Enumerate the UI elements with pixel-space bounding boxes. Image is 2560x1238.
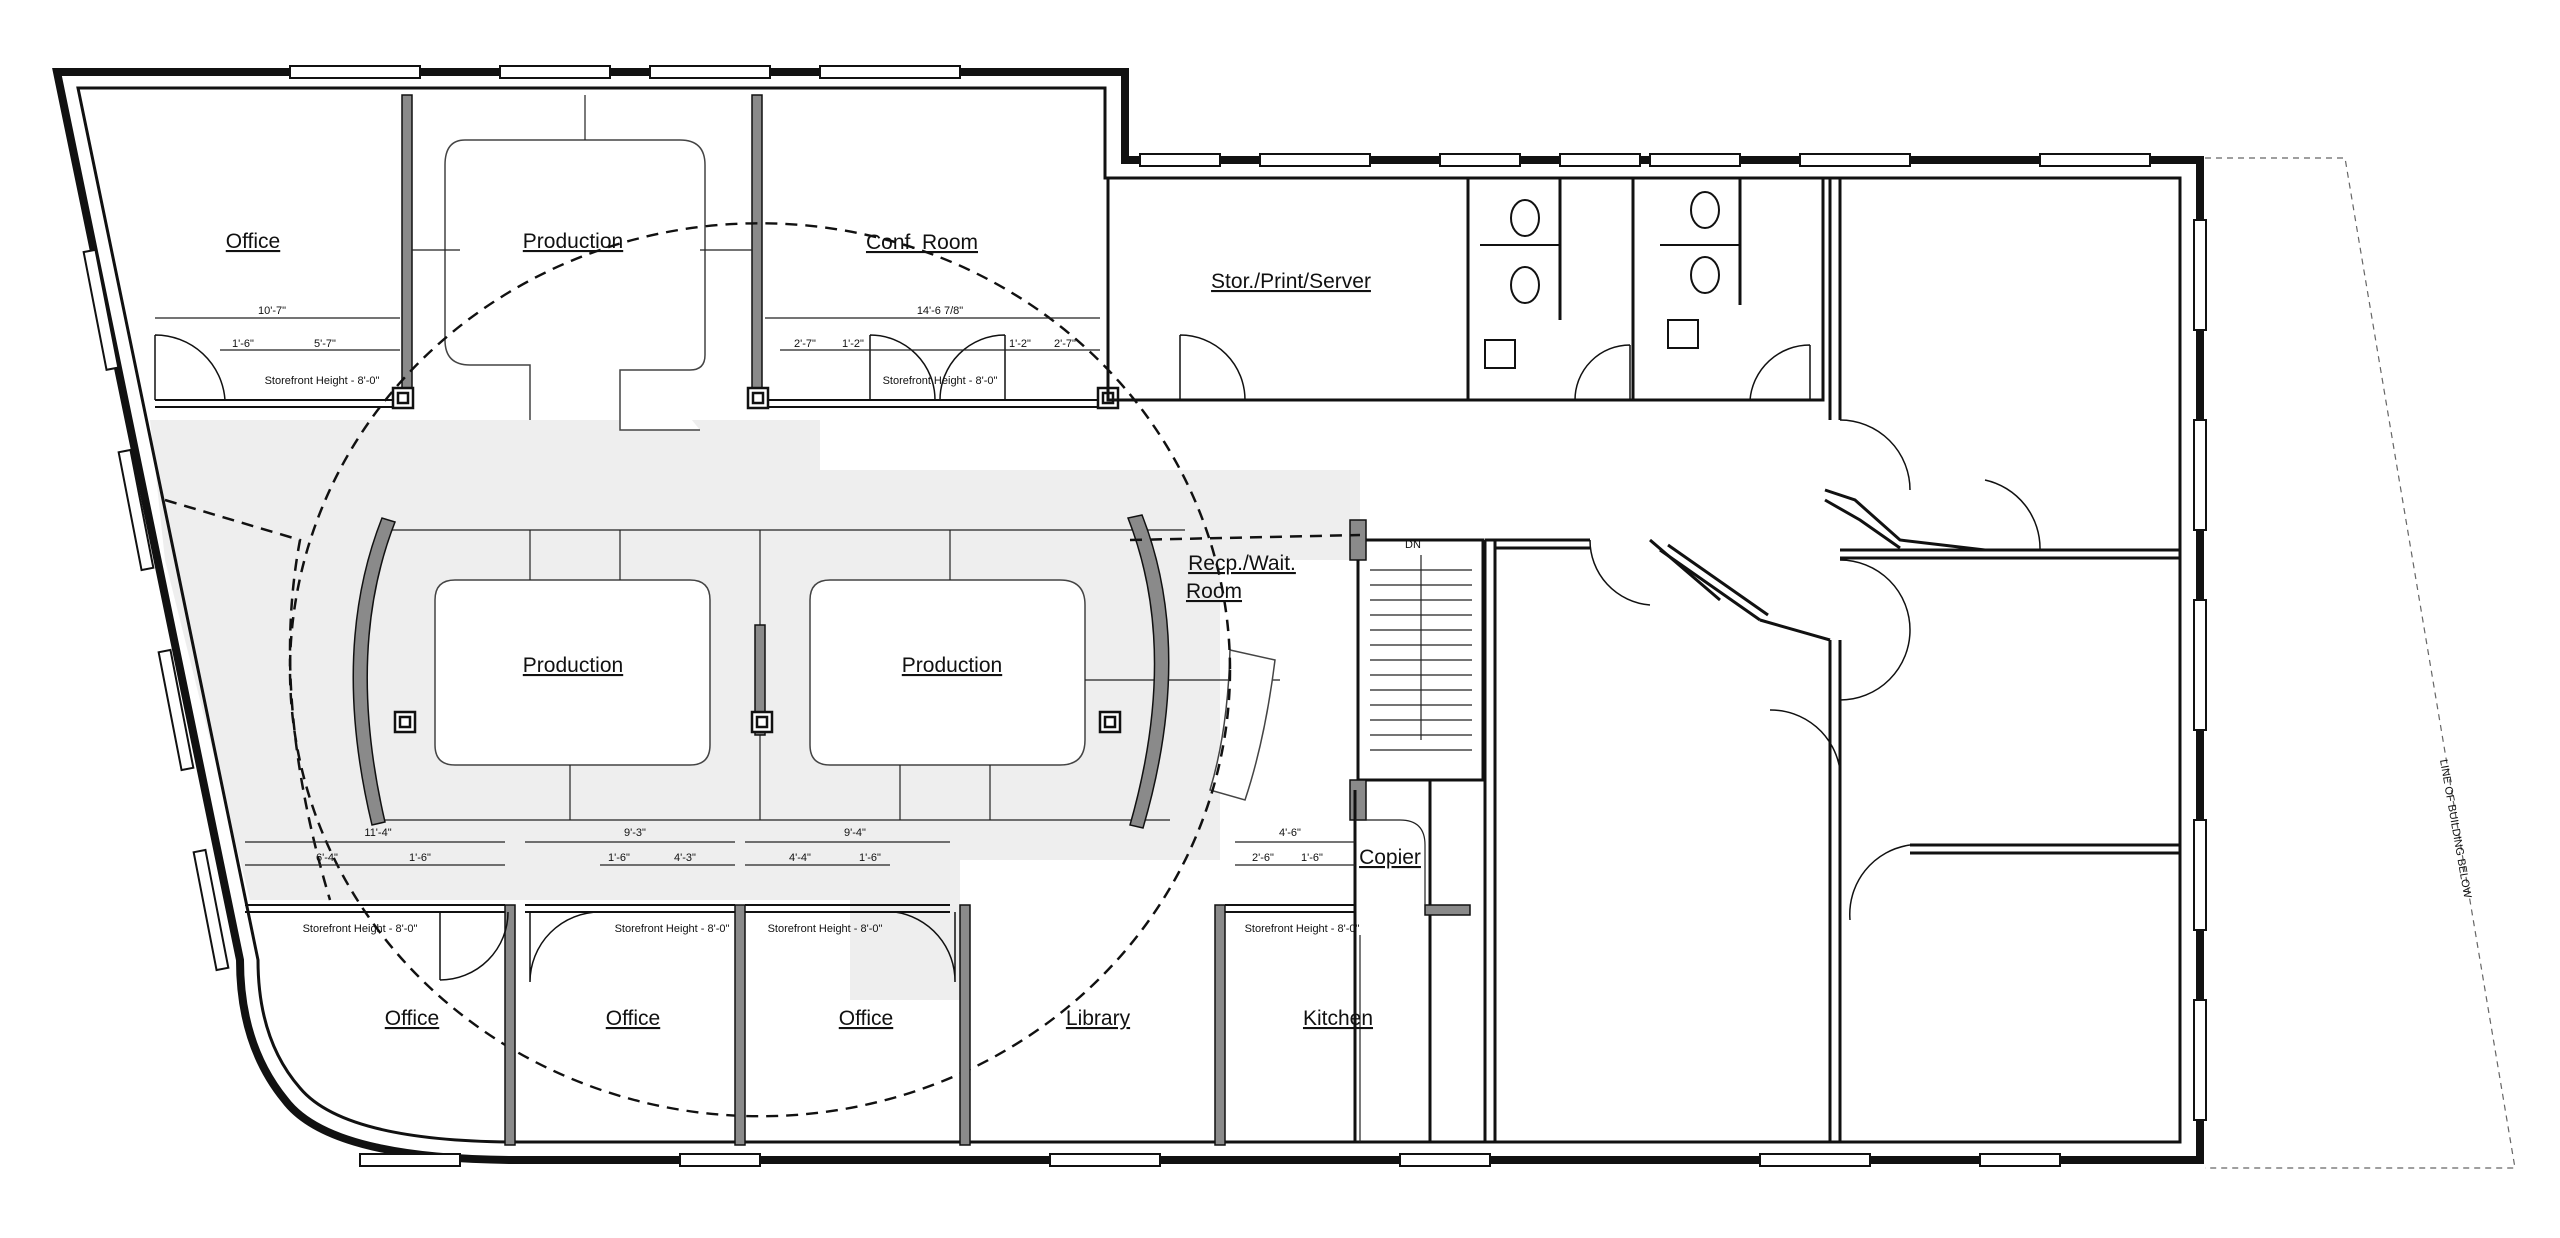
- storefront-note-north-office: Storefront Height - 8'-0": [265, 375, 380, 387]
- exterior-walls: [52, 65, 2207, 1167]
- room-label-office-s2: Office: [606, 1007, 660, 1030]
- dimension-labels: 10'-7" 1'-6" 5'-7" Storefront Height - 8…: [232, 305, 1359, 935]
- north-rooms: [154, 94, 1120, 431]
- room-label-production-center-left: Production: [523, 654, 623, 677]
- room-label-kitchen: Kitchen: [1303, 1007, 1373, 1030]
- room-label-library: Library: [1066, 1007, 1131, 1030]
- dim-south-office1-b: 1'-6": [409, 852, 431, 864]
- dim-south-office2-width: 9'-3": [624, 827, 646, 839]
- storefront-note-kitchen: Storefront Height - 8'-0": [1245, 923, 1360, 935]
- dim-kitchen-width: 4'-6": [1279, 827, 1301, 839]
- central-production: [164, 222, 1361, 1118]
- storefront-note-south-office3: Storefront Height - 8'-0": [768, 923, 883, 935]
- dim-conf-d: 2'-7": [1054, 338, 1076, 350]
- room-label-reception-2: Room: [1186, 580, 1242, 603]
- room-label-conf-room: Conf. Room: [866, 231, 978, 254]
- room-label-reception-1: Recp./Wait.: [1188, 552, 1296, 575]
- dim-south-office3-width: 9'-4": [844, 827, 866, 839]
- room-label-production-center-right: Production: [902, 654, 1002, 677]
- building-below-note: LINE OF BUILDING BELOW: [2437, 758, 2473, 899]
- room-label-copier: Copier: [1359, 846, 1421, 869]
- building-below-line: LINE OF BUILDING BELOW: [2205, 157, 2516, 1169]
- dim-south-office3-a: 4'-4": [789, 852, 811, 864]
- dim-conf-b: 1'-2": [842, 338, 864, 350]
- dim-kitchen-b: 1'-6": [1301, 852, 1323, 864]
- stair-direction-label: DN: [1405, 539, 1421, 551]
- dim-kitchen-a: 2'-6": [1252, 852, 1274, 864]
- dim-north-office-b: 5'-7": [314, 338, 336, 350]
- dim-south-office3-b: 1'-6": [859, 852, 881, 864]
- dim-conf-c: 1'-2": [1009, 338, 1031, 350]
- restrooms: [1466, 176, 1825, 402]
- storefront-note-south-office2: Storefront Height - 8'-0": [615, 923, 730, 935]
- stair: DN: [1349, 519, 1485, 821]
- dim-conf-a: 2'-7": [794, 338, 816, 350]
- dim-south-office1-width: 11'-4": [364, 827, 391, 839]
- dim-south-office2-a: 1'-6": [608, 852, 630, 864]
- room-label-production-north: Production: [523, 230, 623, 253]
- storefront-note-conf: Storefront Height - 8'-0": [883, 375, 998, 387]
- dim-north-office-width: 10'-7": [258, 305, 286, 317]
- south-rooms: [245, 780, 1471, 1146]
- room-label-office-nw: Office: [226, 230, 280, 253]
- dim-conf-width: 14'-6 7/8": [917, 305, 963, 317]
- dim-north-office-a: 1'-6": [232, 338, 254, 350]
- storefront-note-south-office1: Storefront Height - 8'-0": [303, 923, 418, 935]
- dimension-lines: [155, 317, 1355, 866]
- room-labels: Office Production Conf. Room Stor./Print…: [226, 230, 1421, 1030]
- dim-south-office2-b: 4'-3": [674, 852, 696, 864]
- room-label-office-s3: Office: [839, 1007, 893, 1030]
- east-rooms: [1483, 178, 2180, 1142]
- dim-south-office1-a: 6'-4": [316, 852, 338, 864]
- room-label-office-s1: Office: [385, 1007, 439, 1030]
- room-label-storage: Stor./Print/Server: [1211, 270, 1371, 293]
